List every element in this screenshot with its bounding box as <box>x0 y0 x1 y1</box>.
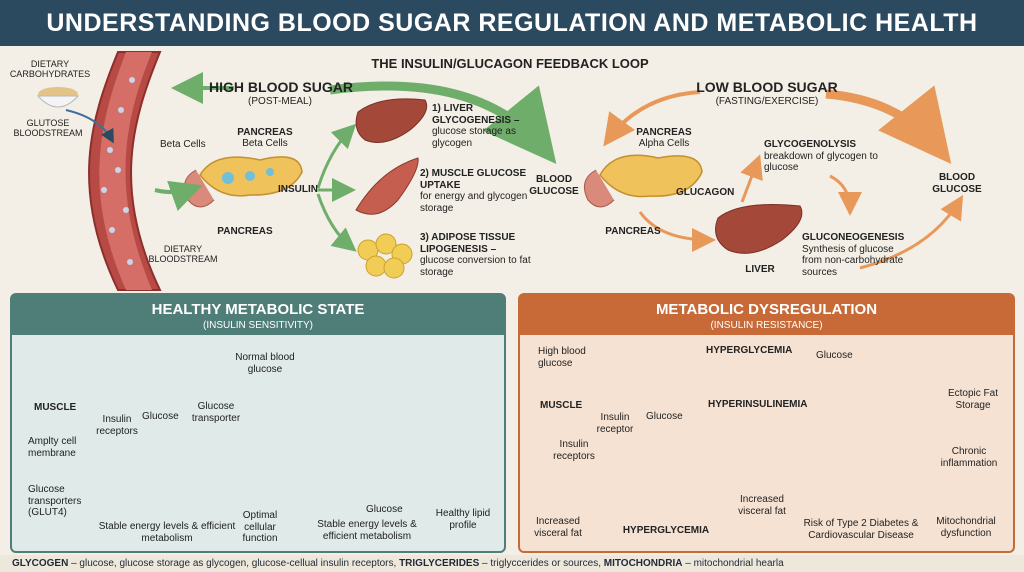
diabetes-risk-label: Risk of Type 2 Diabetes & Cardiovascular… <box>794 518 928 541</box>
glossary-term-mitochondria: MITOCHONDRIA <box>604 558 683 569</box>
glossary-def-triglycerides: – triglyccerides or sources, <box>479 558 604 569</box>
fat-cells-icon <box>358 234 412 278</box>
liver-glycogenesis-desc: glucose storage as glycogen <box>432 126 516 149</box>
glycogenolysis-label: GLYCOGENOLYSIS breakdown of glycogen to … <box>764 139 884 174</box>
blood-glucose-right-label: BLOOD GLUCOSE <box>922 172 992 195</box>
dysreg-cell-glucose-label: Glucose <box>646 411 683 423</box>
dysreg-muscle-label: MUSCLE <box>540 400 582 412</box>
loop-title: THE INSULIN/GLUCAGON FEEDBACK LOOP <box>330 57 690 72</box>
healthy-subtitle: (INSULIN SENSITIVITY) <box>12 320 504 331</box>
dysregulation-panel-header: METABOLIC DYSREGULATION (INSULIN RESISTA… <box>520 295 1013 335</box>
carbohydrate-bowl-icon <box>38 87 78 107</box>
glycogenolysis-title: GLYCOGENOLYSIS <box>764 139 856 150</box>
healthy-glucose-label: Glucose <box>142 411 179 423</box>
low-blood-sugar-title: LOW BLOOD SUGAR <box>692 79 842 95</box>
glossary-footer: GLYCOGEN – glucose, glucose storage as g… <box>0 555 1024 572</box>
liver-glycogenesis-title: 1) LIVER GLYCOGENESIS – <box>432 103 519 126</box>
insulin-receptors-label: Insulin receptors <box>92 414 142 437</box>
high-blood-sugar-sub: (POST-MEAL) <box>220 96 340 108</box>
hyperinsulinemia-label: HYPERINSULINEMIA <box>708 399 807 411</box>
muscle-uptake-title: 2) MUSCLE GLUCOSE UPTAKE <box>420 168 526 191</box>
gluconeogenesis-title: GLUCONEOGENESIS <box>802 232 904 243</box>
low-blood-sugar-sub: (FASTING/EXERCISE) <box>692 96 842 108</box>
visceral-fat-left-label: Increased visceral fat <box>530 516 586 539</box>
liver-glycogenesis-label: 1) LIVER GLYCOGENESIS – glucose storage … <box>432 103 542 149</box>
pancreas-beta-sub: Beta Cells <box>230 138 300 150</box>
glycogenolysis-desc: breakdown of glycogen to glucose <box>764 151 878 174</box>
hyperglycemia-top-label: HYPERGLYCEMIA <box>706 345 792 357</box>
pancreas-beta-title: PANCREAS <box>230 127 300 139</box>
adipose-lipogenesis-title: 3) ADIPOSE TISSUE LIPOGENESIS – <box>420 232 515 255</box>
dysregulation-title: METABOLIC DYSREGULATION <box>520 301 1013 318</box>
healthy-liver-glucose-label: Glucose <box>366 504 403 516</box>
glucose-bloodstream-label: GLUTOSE BLOODSTREAM <box>12 118 84 139</box>
healthy-title: HEALTHY METABOLIC STATE <box>12 301 504 318</box>
pancreas-alpha-icon <box>584 155 702 207</box>
liver-right-label: LIVER <box>730 264 790 276</box>
adipose-lipogenesis-desc: glucose conversion to fat storage <box>420 255 531 278</box>
stable-energy-right: Stable energy levels & efficient metabol… <box>308 519 426 542</box>
liver-icon <box>356 99 427 143</box>
glut4-label: Glucose transporters (GLUT4) <box>28 484 90 519</box>
dysreg-glucose-label: Glucose <box>816 350 853 362</box>
normal-glucose-label: Normal blood glucose <box>228 352 302 375</box>
healthy-panel-header: HEALTHY METABOLIC STATE (INSULIN SENSITI… <box>12 295 504 335</box>
insulin-receptor-label: Insulin receptor <box>590 412 640 435</box>
muscle-uptake-label: 2) MUSCLE GLUCOSE UPTAKE for energy and … <box>420 168 530 214</box>
ectopic-fat-label: Ectopic Fat Storage <box>938 388 1008 411</box>
muscle-icon <box>356 158 418 214</box>
insulin-label: INSULIN <box>278 184 318 196</box>
glossary-term-glycogen: GLYCOGEN <box>12 558 68 569</box>
liver-right-icon <box>716 205 802 254</box>
stable-energy-left: Stable energy levels & efficient metabol… <box>92 521 242 544</box>
muscle-uptake-desc: for energy and glycogen storage <box>420 191 527 214</box>
dysreg-insulin-receptors-label: Insulin receptors <box>546 439 602 462</box>
gluconeogenesis-desc: Synthesis of glucose from non-carbohydra… <box>802 244 903 278</box>
high-glucose-label: High blood glucose <box>538 346 598 369</box>
chronic-inflammation-label: Chronic inflammation <box>934 446 1004 469</box>
optimal-function-label: Optimal cellular function <box>232 510 288 545</box>
glucagon-label: GLUCAGON <box>676 187 734 199</box>
hyperglycemia-bottom-label: HYPERGLYCEMIA <box>616 525 716 537</box>
pancreas-alpha-sub: Alpha Cells <box>624 138 704 150</box>
pancreas-left-label: PANCREAS <box>210 226 280 238</box>
mitochondrial-dysfunction-label: Mitochondrial dysfunction <box>928 516 1004 539</box>
dietary-carbs-label: DIETARY CARBOHYDRATES <box>6 59 94 80</box>
healthy-muscle-label: MUSCLE <box>34 402 76 414</box>
dietary-bloodstream-label: DIETARY BLOODSTREAM <box>146 244 220 265</box>
beta-cells-label: Beta Cells <box>160 139 206 151</box>
pancreas-beta-icon <box>184 157 302 207</box>
healthy-lipid-label: Healthy lipid profile <box>432 508 494 531</box>
gluconeogenesis-label: GLUCONEOGENESIS Synthesis of glucose fro… <box>802 232 912 278</box>
pancreas-alpha-title: PANCREAS <box>624 127 704 139</box>
glossary-term-triglycerides: TRIGLYCERIDES <box>399 558 479 569</box>
pancreas-right-label: PANCREAS <box>598 226 668 238</box>
glossary-def-mitochondria: – mitochondrial hearla <box>682 558 783 569</box>
visceral-fat-mid-label: Increased visceral fat <box>734 494 790 517</box>
glossary-def-glycogen: – glucose, glucose storage as glycogen, … <box>68 558 399 569</box>
cell-membrane-label: Amplty cell membrane <box>28 436 82 459</box>
adipose-lipogenesis-label: 3) ADIPOSE TISSUE LIPOGENESIS – glucose … <box>420 232 532 278</box>
blood-glucose-mid-label: BLOOD GLUCOSE <box>524 174 584 197</box>
high-blood-sugar-title: HIGH BLOOD SUGAR <box>196 79 366 95</box>
glucose-transporter-label: Glucose transporter <box>186 401 246 424</box>
dysregulation-subtitle: (INSULIN RESISTANCE) <box>520 320 1013 331</box>
